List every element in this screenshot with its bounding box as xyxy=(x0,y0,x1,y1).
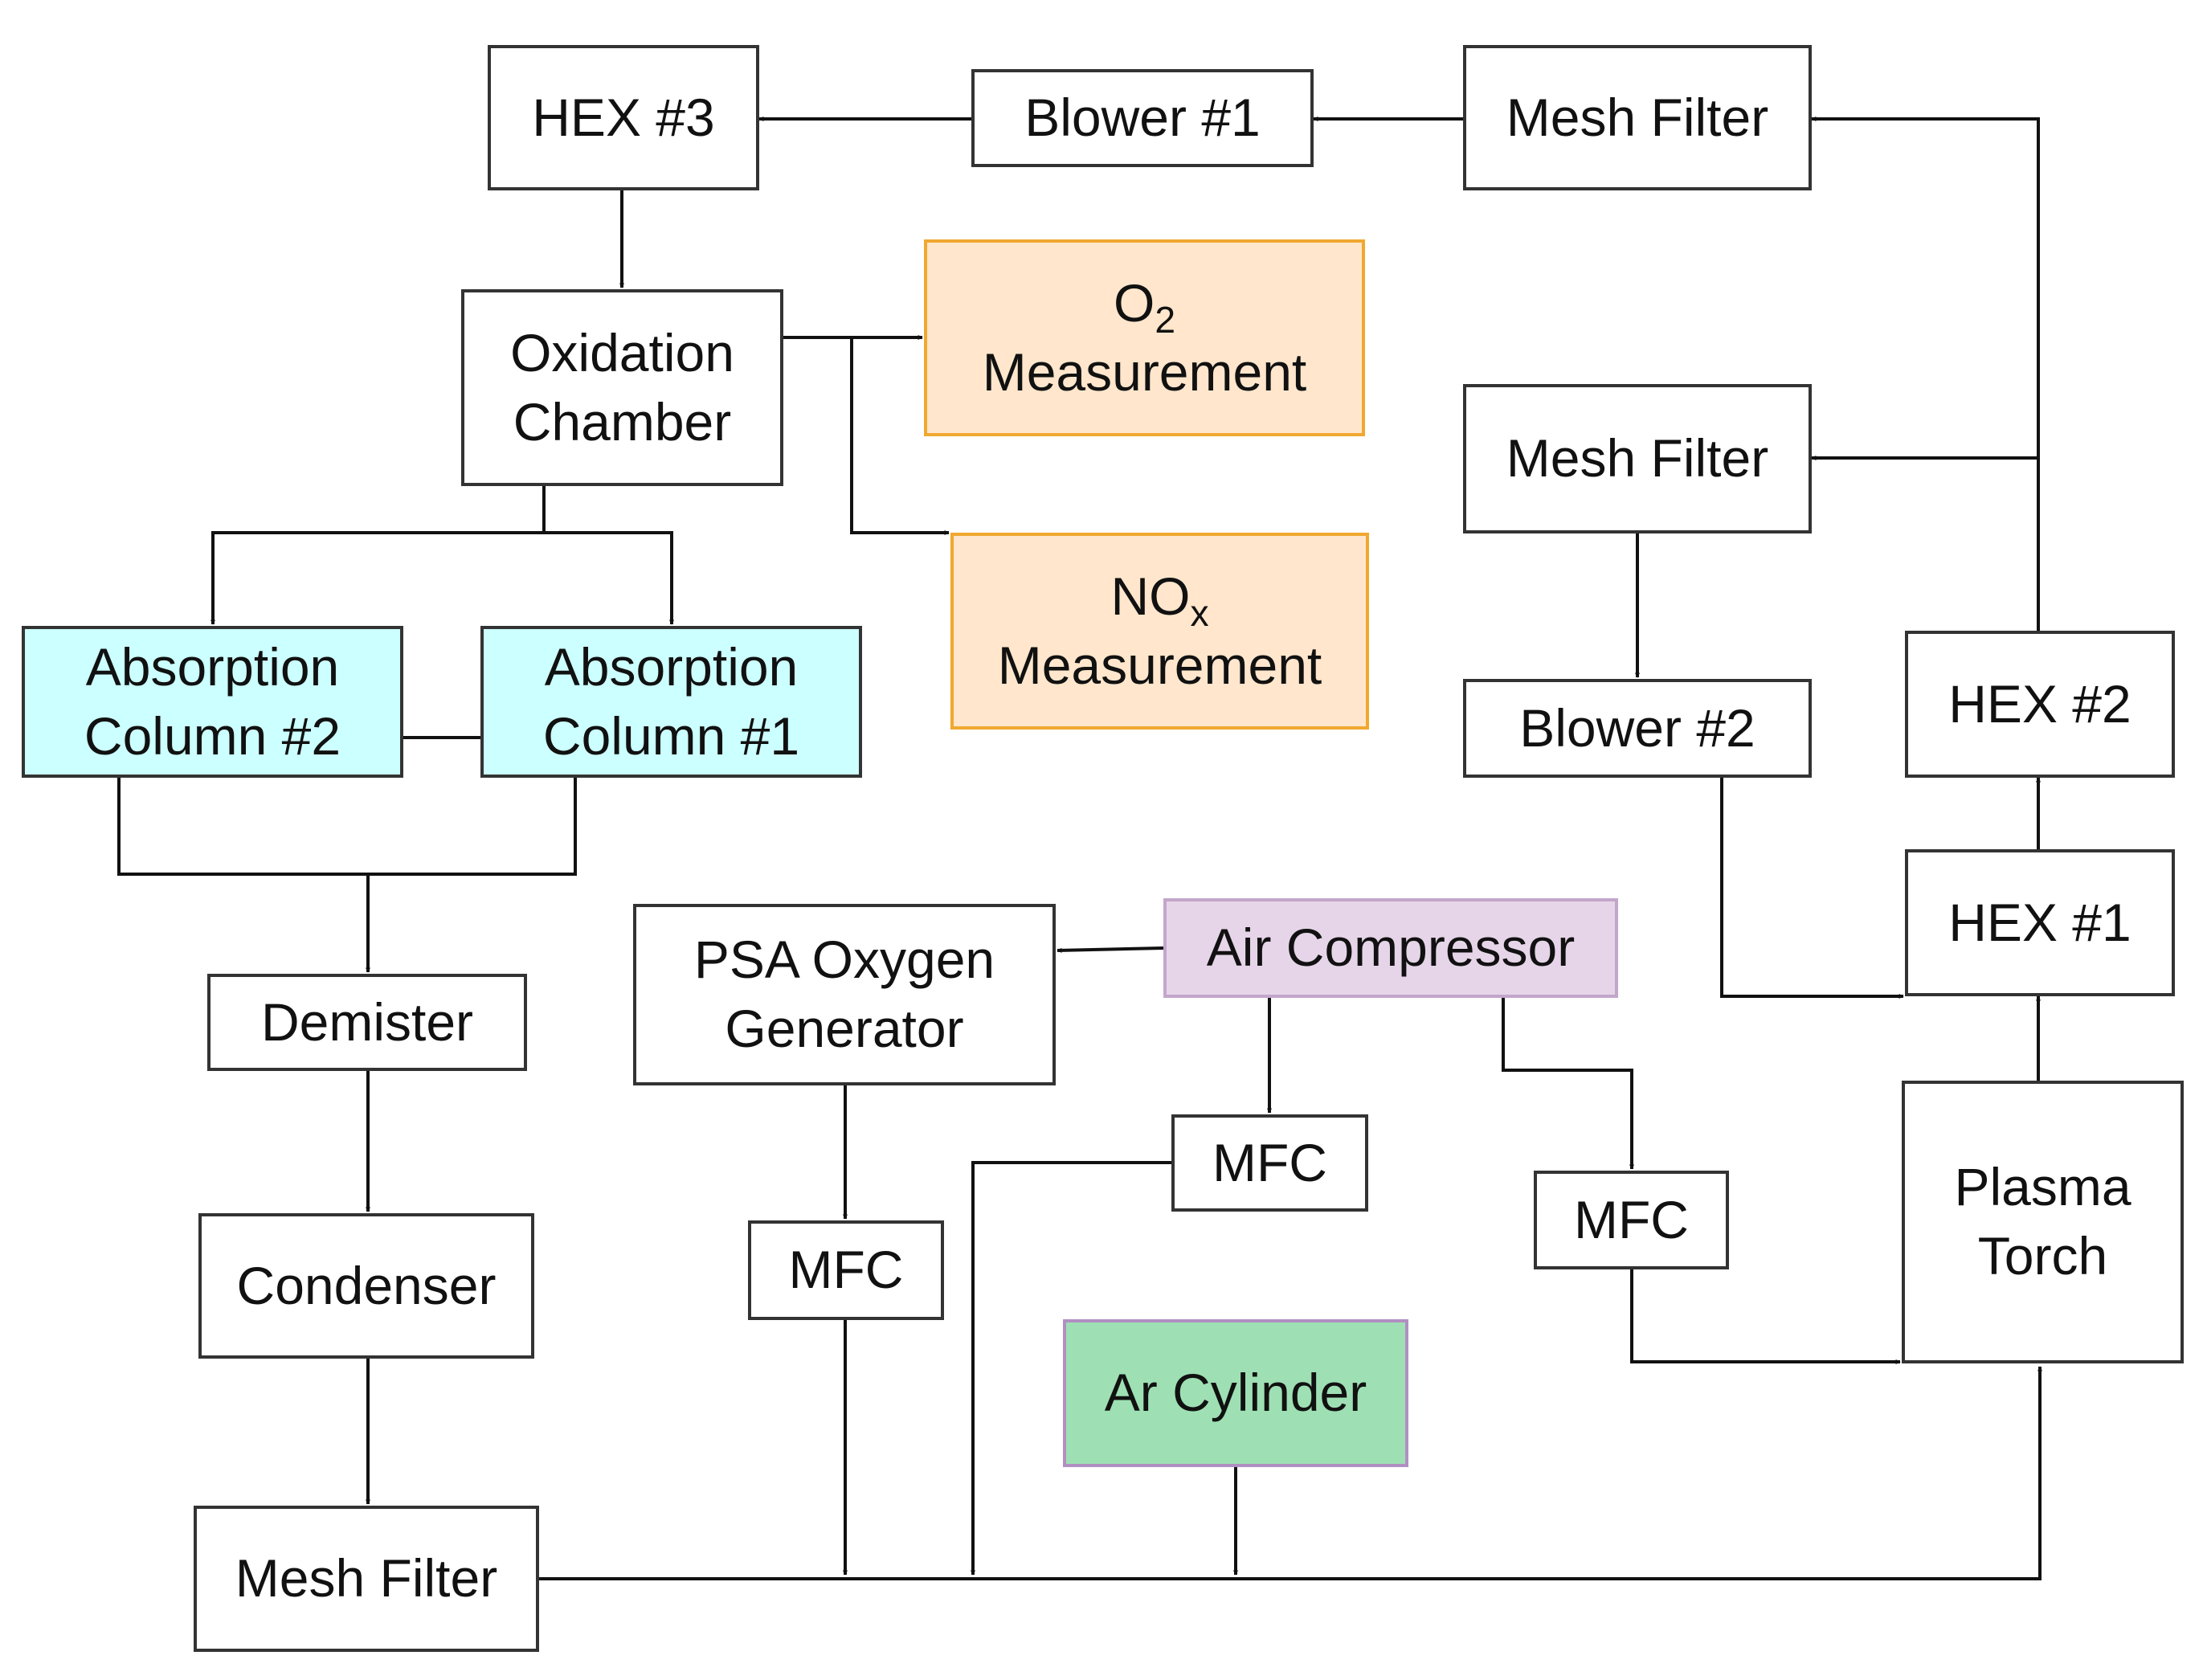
plasma-torch-label-line2: Torch xyxy=(1977,1226,2108,1286)
hex3-label: HEX #3 xyxy=(532,87,715,147)
ar-cylinder-box: Ar Cylinder xyxy=(1063,1319,1408,1467)
mfc-center-label: MFC xyxy=(1212,1132,1327,1192)
condenser-box: Condenser xyxy=(198,1213,534,1359)
mesh-filter-mid-box: Mesh Filter xyxy=(1463,384,1812,533)
absorption-column-2-label-line1: Absorption xyxy=(85,636,340,697)
hex1-label: HEX #1 xyxy=(1948,892,2131,952)
psa-generator-label-line1: PSA Oxygen xyxy=(693,930,995,990)
blower2-label: Blower #2 xyxy=(1519,697,1755,758)
connector-absorption-merge xyxy=(117,778,577,876)
mfc-center-box: MFC xyxy=(1171,1114,1368,1212)
mfc-left-label: MFC xyxy=(788,1240,904,1300)
nox-subscript: x xyxy=(1190,591,1209,634)
nox-measurement-label-line1: NOx xyxy=(1110,566,1209,634)
nox-measurement-box: NOx Measurement xyxy=(950,533,1369,730)
connector-mfc-right-to-plasma xyxy=(1630,1269,1901,1365)
demister-label: Demister xyxy=(260,991,474,1052)
condenser-label: Condenser xyxy=(236,1255,497,1315)
connector-mfc-center-to-line xyxy=(970,1161,1171,1576)
connector-oxidation-to-absorption2 xyxy=(210,486,546,625)
absorption-column-1-box: Absorption Column #1 xyxy=(480,626,862,778)
blower2-box: Blower #2 xyxy=(1463,679,1812,778)
oxidation-chamber-label-line1: Oxidation xyxy=(510,322,734,382)
mesh-filter-top-box: Mesh Filter xyxy=(1463,45,1812,190)
o2-measurement-box: O2 Measurement xyxy=(924,239,1365,436)
demister-box: Demister xyxy=(207,974,527,1071)
mesh-filter-bottom-label: Mesh Filter xyxy=(235,1548,498,1608)
absorption-column-1-label-line2: Column #1 xyxy=(542,705,800,766)
absorption-column-2-box: Absorption Column #2 xyxy=(22,626,403,778)
blower1-box: Blower #1 xyxy=(971,69,1314,167)
absorption-column-1-label-line1: Absorption xyxy=(544,636,799,697)
hex2-box: HEX #2 xyxy=(1905,631,2175,778)
connector-oxidation-to-nox xyxy=(850,337,950,536)
hex2-label: HEX #2 xyxy=(1948,673,2131,734)
air-compressor-box: Air Compressor xyxy=(1163,898,1618,998)
blower1-label: Blower #1 xyxy=(1024,88,1261,148)
plasma-torch-label-line1: Plasma xyxy=(1954,1157,2131,1217)
oxidation-chamber-label-line2: Chamber xyxy=(513,391,732,452)
mfc-left-box: MFC xyxy=(748,1220,944,1320)
mfc-right-label: MFC xyxy=(1574,1189,1689,1249)
hex1-box: HEX #1 xyxy=(1905,849,2175,996)
psa-generator-label-line2: Generator xyxy=(725,999,964,1058)
oxidation-chamber-box: Oxidation Chamber xyxy=(461,289,783,486)
plasma-torch-box: Plasma Torch xyxy=(1902,1081,2184,1363)
air-compressor-label: Air Compressor xyxy=(1206,918,1576,978)
o2-subscript: 2 xyxy=(1155,298,1176,341)
mesh-filter-top-label: Mesh Filter xyxy=(1506,87,1769,147)
connector-compressor-to-psa xyxy=(1057,946,1164,954)
mesh-filter-bottom-box: Mesh Filter xyxy=(194,1506,539,1652)
hex3-box: HEX #3 xyxy=(488,45,759,190)
absorption-column-2-label-line2: Column #2 xyxy=(84,705,341,766)
connector-blower2-to-hex1 xyxy=(1720,778,1904,999)
ar-cylinder-label: Ar Cylinder xyxy=(1104,1363,1367,1423)
connector-hex2-to-meshfilter-top xyxy=(1811,116,2040,631)
connector-oxidation-to-absorption1 xyxy=(544,531,675,625)
connector-compressor-to-mfc-right xyxy=(1502,998,1635,1170)
mesh-filter-mid-label: Mesh Filter xyxy=(1506,428,1769,488)
nox-measurement-label-line2: Measurement xyxy=(997,635,1322,695)
connector-meshfilter-to-plasma-torch xyxy=(539,1366,2043,1580)
o2-measurement-label-line2: Measurement xyxy=(982,341,1307,402)
psa-oxygen-generator-box: PSA Oxygen Generator xyxy=(633,904,1056,1085)
o2-measurement-label-line1: O2 xyxy=(1113,272,1176,341)
mfc-right-box: MFC xyxy=(1534,1171,1729,1269)
